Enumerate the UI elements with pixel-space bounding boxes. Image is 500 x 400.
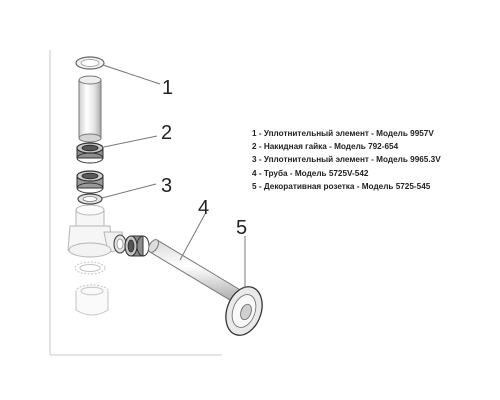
legend-item-3: 3 - Уплотнительный элемент - Модель 9965… [252,155,441,165]
legend-item-2: 2 - Накидная гайка - Модель 792-654 [252,142,399,152]
legend-item-5: 5 - Декоративная розетка - Модель 5725-5… [252,181,431,191]
leader-lines [101,64,246,288]
part-nut-lower [76,170,104,194]
part-ring-faint [74,261,106,275]
part-nut-branch [124,235,150,257]
part-seal-branch [113,234,127,254]
part-tube-vertical [78,75,102,143]
leader-line-2 [103,135,158,148]
part-cup-faint [75,284,109,316]
leader-line-1 [102,64,161,85]
callout-2: 2 [161,122,172,144]
parts-legend: 1 - Уплотнительный элемент - Модель 9957… [252,127,492,193]
callout-1: 1 [162,77,173,99]
part-nut-upper [76,142,104,164]
callout-4: 4 [198,197,209,219]
part-seal-middle [77,193,103,205]
legend-item-4: 4 - Труба - Модель 5725V-542 [252,168,369,178]
leader-line-4 [179,213,206,261]
part-seal-top [75,56,105,70]
leader-line-3 [101,183,157,199]
part-tube-diagonal [148,239,248,307]
callout-5: 5 [236,217,247,239]
legend-item-1: 1 - Уплотнительный элемент - Модель 9957… [252,129,434,138]
callout-3: 3 [161,175,172,197]
part-rosette [225,286,263,336]
